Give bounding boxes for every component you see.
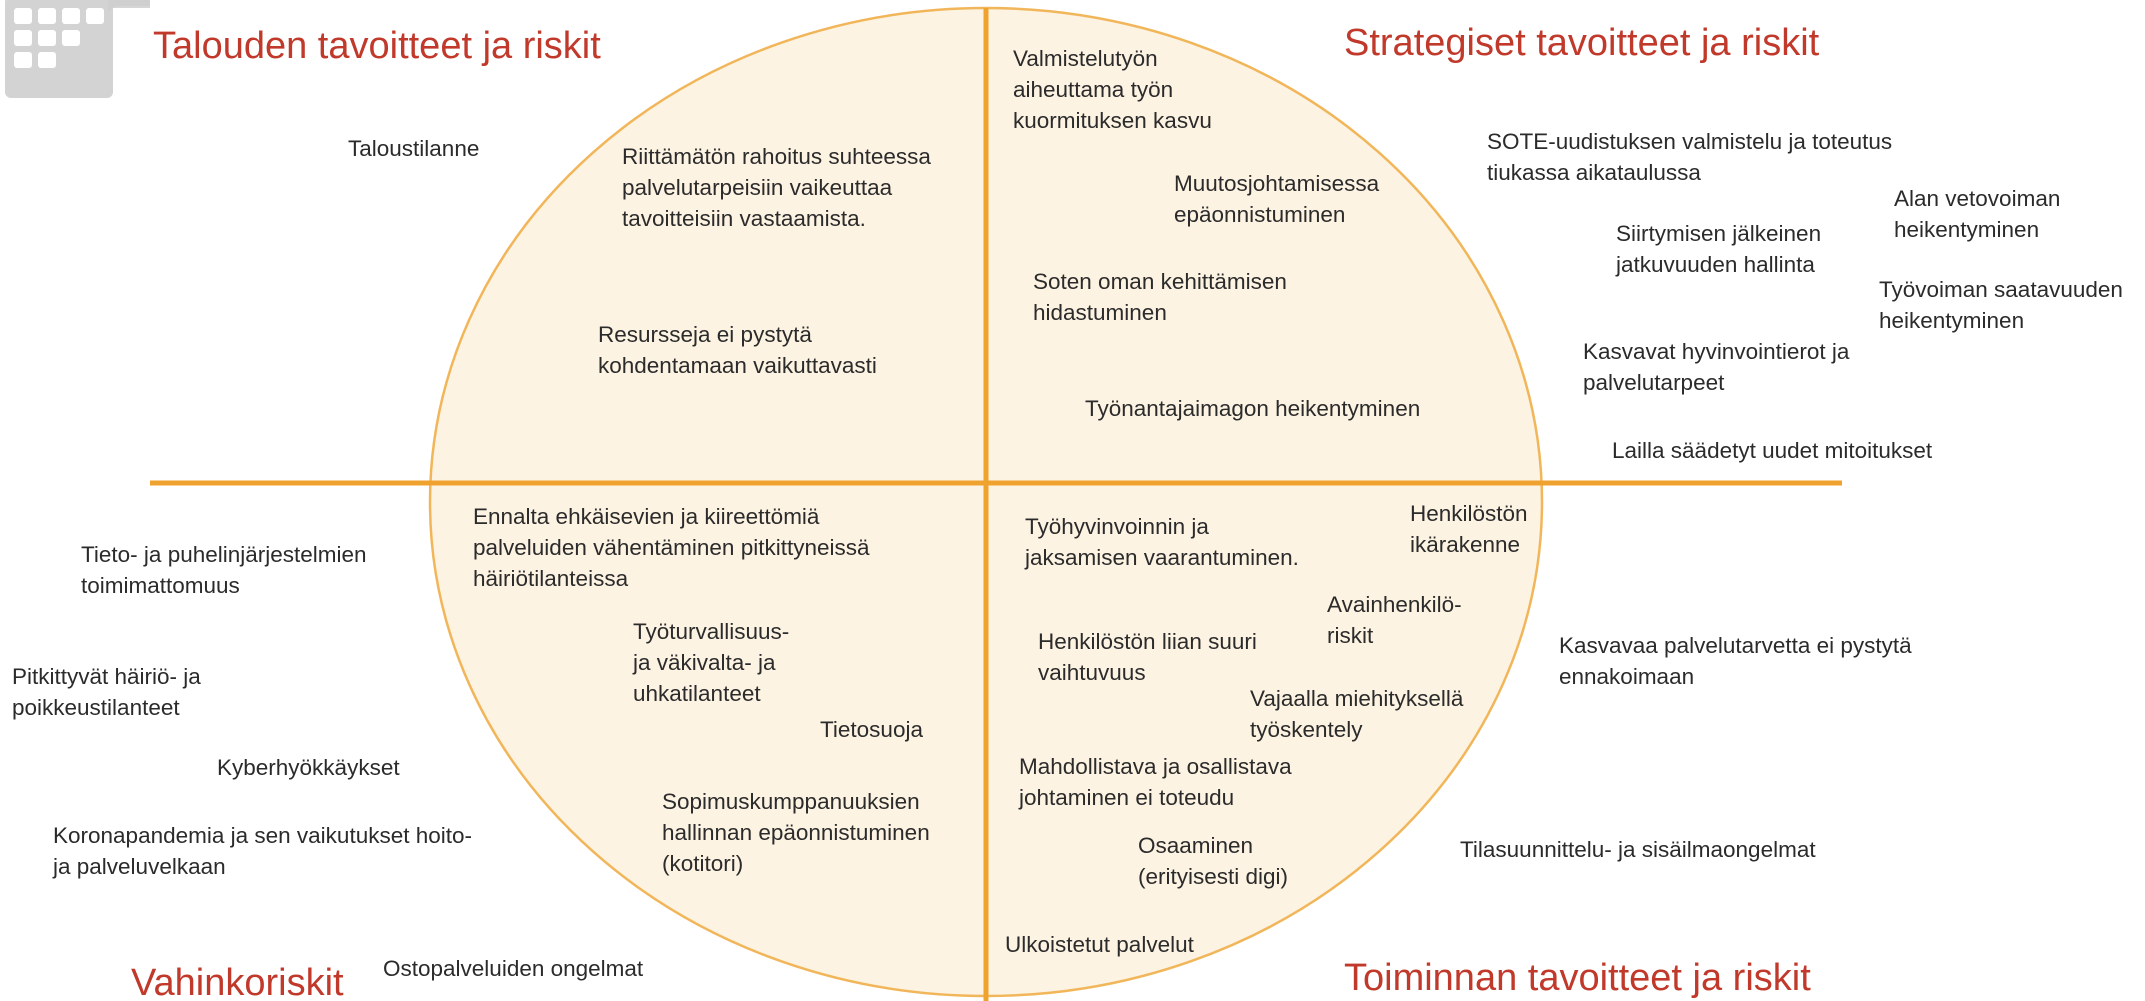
risk-kasvava-palvelutarve: Kasvavaa palvelutarvetta ei pystytä enna…	[1559, 633, 1912, 689]
risk-avainhenkilo: Avainhenkilö- riskit	[1327, 592, 1462, 648]
risk-tilasuunnittelu: Tilasuunnittelu- ja sisäilmaongelmat	[1460, 837, 1816, 862]
risk-tyonantajaimago: Työnantajaimagon heikentyminen	[1085, 396, 1421, 421]
risk-henkiloston-ikarakenne: Henkilöstön ikärakenne	[1410, 501, 1528, 557]
title-talouden-tavoitteet: Talouden tavoitteet ja riskit	[153, 25, 601, 67]
title-vahinkoriskit: Vahinkoriskit	[131, 962, 344, 1001]
risk-lailla-saadetyt: Lailla säädetyt uudet mitoitukset	[1612, 438, 1933, 463]
risk-koronapandemia: Koronapandemia ja sen vaikutukset hoito-…	[53, 823, 473, 879]
risk-hyvinvointierot: Kasvavat hyvinvointierot ja palvelutarpe…	[1583, 339, 1850, 395]
risk-osaaminen: Osaaminen (erityisesti digi)	[1138, 833, 1289, 889]
risk-tieto-puhelin: Tieto- ja puhelinjärjestelmien toimimatt…	[81, 542, 367, 598]
risk-tyoturvallisuus: Työturvallisuus- ja väkivalta- ja uhkati…	[633, 619, 790, 706]
risk-siirtyminen: Siirtymisen jälkeinen jatkuvuuden hallin…	[1616, 221, 1822, 277]
risk-vajaa-miehitys: Vajaalla miehityksellä työskentely	[1250, 686, 1464, 742]
risk-ostopalvelut: Ostopalveluiden ongelmat	[383, 956, 644, 981]
risk-johtaminen: Mahdollistava ja osallistava johtaminen …	[1019, 754, 1292, 810]
risk-ulkoistetut: Ulkoistetut palvelut	[1005, 932, 1194, 957]
risk-soten-kehittaminen: Soten oman kehittämisen hidastuminen	[1033, 269, 1287, 325]
risk-alan-vetovoima: Alan vetovoiman heikentyminen	[1894, 186, 2061, 242]
risk-henkiloston-vaihtuvuus: Henkilöstön liian suuri vaihtuvuus	[1038, 629, 1257, 685]
risk-sopimuskumppanuudet: Sopimuskumppanuuksien hallinnan epäonnis…	[662, 789, 930, 876]
risk-riittamaton-rahoitus: Riittämätön rahoitus suhteessa palveluta…	[622, 144, 931, 231]
risk-valmistelutyon: Valmistelutyön aiheuttama työn kuormituk…	[1013, 46, 1212, 133]
risk-sote-uudistus: SOTE-uudistuksen valmistelu ja toteutus …	[1487, 129, 1893, 185]
risk-muutosjohtaminen: Muutosjohtamisessa epäonnistuminen	[1174, 171, 1380, 227]
title-strategiset-tavoitteet: Strategiset tavoitteet ja riskit	[1344, 22, 1820, 64]
risk-resursseja: Resursseja ei pystytä kohdentamaan vaiku…	[598, 322, 877, 378]
logo-icon	[5, 0, 150, 100]
risk-kyberhyokkaykset: Kyberhyökkäykset	[217, 755, 400, 780]
risk-tyohyvinvointi: Työhyvinvoinnin ja jaksamisen vaarantumi…	[1025, 514, 1299, 570]
risk-ennalta-ehkaisevat: Ennalta ehkäisevien ja kiireettömiä palv…	[473, 504, 870, 591]
title-toiminnan-tavoitteet: Toiminnan tavoitteet ja riskit	[1344, 957, 1811, 999]
risk-tyovoiman-saatavuus: Työvoiman saatavuuden heikentyminen	[1879, 277, 2123, 333]
risk-taloustilanne: Taloustilanne	[348, 136, 480, 161]
risk-pitkittyvat: Pitkittyvät häiriö- ja poikkeustilanteet	[12, 664, 201, 720]
risk-tietosuoja: Tietosuoja	[820, 717, 923, 742]
